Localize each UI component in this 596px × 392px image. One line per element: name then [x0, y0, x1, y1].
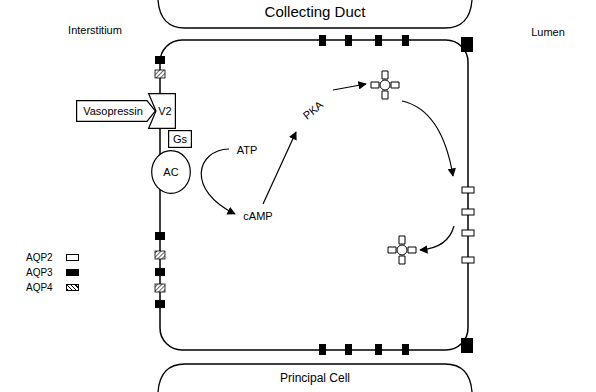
cell-membrane	[160, 40, 468, 350]
aqp3-channel	[402, 344, 409, 355]
legend-entry: AQP3	[26, 267, 79, 278]
aqp3-channel	[319, 35, 326, 46]
g-protein-box: Gs	[168, 130, 192, 148]
enzyme-label: PKA	[301, 98, 326, 121]
cell-label: Principal Cell	[280, 372, 350, 385]
hormone-box-shape	[77, 101, 156, 122]
aqp2-channel	[462, 209, 474, 215]
aqp2-channel	[462, 230, 474, 236]
legend-label: AQP3	[26, 267, 66, 278]
aqp3-channel	[155, 268, 165, 276]
aqp4-channel	[155, 70, 165, 78]
enzyme-oval: AC	[151, 150, 191, 194]
region-label: Interstitium	[68, 24, 122, 36]
trafficking-arrow	[402, 101, 453, 176]
legend-swatch	[66, 284, 79, 291]
molecule-label: cAMP	[243, 210, 272, 222]
reaction-arrow	[333, 84, 366, 90]
node-label: Vasopressin	[83, 105, 143, 117]
aqp2-channel	[462, 187, 474, 193]
aqp2-channel	[462, 257, 474, 263]
region-title: Collecting Duct	[265, 4, 366, 21]
aqp2-vesicle	[397, 245, 407, 255]
molecule-label: ATP	[237, 144, 258, 156]
hormone-box: Vasopressin	[76, 100, 156, 122]
tight-junction	[461, 338, 473, 353]
aqp3-channel	[345, 344, 352, 355]
aqp3-channel	[375, 35, 382, 46]
node-label: V2	[158, 105, 171, 117]
legend-entry: AQP2	[26, 252, 79, 263]
legend-entry: AQP4	[26, 282, 79, 293]
aqp3-channel	[402, 35, 409, 46]
trafficking-arrow	[420, 226, 454, 250]
aqp3-channel	[155, 300, 165, 308]
enzyme-oval-shape	[152, 151, 191, 194]
node-label: AC	[163, 166, 178, 178]
aqp3-channel	[155, 232, 165, 240]
receptor-symbol-shape	[149, 94, 176, 129]
aqp3-channel	[319, 344, 326, 355]
aqp2-vesicle	[388, 236, 416, 264]
aqp3-channel	[155, 56, 165, 64]
legend-label: AQP4	[26, 282, 66, 293]
legend-swatch	[66, 269, 79, 276]
duct-wall	[158, 0, 472, 28]
g-protein-box-shape	[169, 131, 192, 148]
tight-junction	[461, 37, 473, 52]
aqp3-channel	[345, 35, 352, 46]
region-label: Lumen	[531, 26, 565, 38]
aqp3-channel	[375, 344, 382, 355]
aqp2-vesicle	[380, 80, 390, 90]
receptor-symbol: V2	[148, 93, 176, 129]
reaction-arrow	[263, 132, 296, 204]
reaction-arrow	[201, 149, 235, 214]
aqp4-channel	[155, 251, 165, 259]
aqp2-vesicle	[371, 71, 399, 99]
aqp4-channel	[155, 284, 165, 292]
legend-label: AQP2	[26, 252, 66, 263]
legend-swatch	[66, 254, 79, 261]
node-label: Gs	[173, 133, 187, 145]
duct-wall	[158, 364, 472, 392]
